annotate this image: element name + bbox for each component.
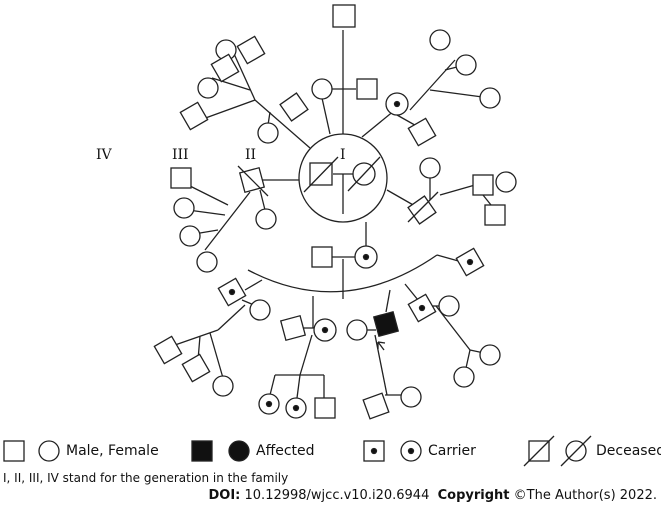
generation-label-iv: IV (96, 147, 112, 163)
branch-line (321, 97, 331, 135)
sibship-line (211, 77, 251, 91)
deceased-slash (303, 156, 339, 193)
doi-label: DOI: (208, 488, 241, 503)
doi-value: 10.12998/wjcc.v10.i20.6944 (244, 488, 430, 503)
female (196, 251, 218, 273)
female (346, 319, 368, 341)
female (257, 122, 279, 144)
top-male (332, 4, 356, 28)
generation-note: I, II, III, IV stand for the generation … (3, 471, 289, 485)
deceased-slash (407, 191, 439, 223)
male (210, 53, 240, 83)
female (479, 87, 501, 109)
male (279, 314, 307, 342)
male (153, 335, 183, 365)
female (479, 344, 501, 366)
male (407, 117, 437, 147)
legend-carrier-label: Carrier (428, 443, 476, 459)
female (429, 29, 451, 51)
sibship-line (409, 59, 456, 111)
carrier-dot (418, 304, 426, 312)
carrier-dot (265, 400, 273, 408)
legend-symbols (3, 435, 592, 467)
descent-line (299, 334, 313, 376)
legend-deceased-label: Deceased (596, 443, 661, 459)
sibship-line (439, 184, 476, 196)
male (236, 35, 266, 65)
sibship-line (209, 332, 224, 379)
female (212, 375, 234, 397)
female (495, 171, 517, 193)
male (484, 204, 506, 226)
male (314, 397, 336, 419)
carrier-dot (362, 253, 370, 261)
carrier-dot (466, 258, 474, 266)
sibship-line (187, 184, 229, 206)
female (179, 225, 201, 247)
citation-line: DOI: 10.12998/wjcc.v10.i20.6944 Copyrigh… (208, 488, 657, 503)
branch-line (259, 189, 266, 211)
female (249, 299, 271, 321)
branch-line (254, 99, 311, 149)
deceased-slash (560, 435, 592, 467)
top-male-2 (356, 78, 378, 100)
carrier-dot (228, 288, 236, 296)
generation-label-iii: III (172, 147, 189, 163)
copyright-label: Copyright (437, 488, 510, 503)
top-female (311, 78, 333, 100)
female (455, 54, 477, 76)
gen-ii-male (279, 92, 309, 122)
legend-affected-male-symbol (191, 440, 213, 462)
male (170, 167, 192, 189)
proband-affected-male (372, 310, 400, 338)
carrier-dot (292, 404, 300, 412)
carrier-dot (393, 100, 401, 108)
descent-line (217, 304, 246, 331)
branch-line (385, 289, 391, 313)
female (419, 157, 441, 179)
legend-affected-label: Affected (256, 443, 315, 459)
sibship-line (465, 349, 471, 369)
generation-label-i: I (340, 147, 346, 163)
carrier-dot (321, 326, 329, 334)
descent-line (374, 334, 388, 396)
proband-arrow (377, 341, 385, 351)
branch-line (244, 279, 263, 291)
deceased-slash (523, 435, 555, 467)
sibship-line (269, 374, 276, 396)
legend: Male, Female Affected Carrier Deceased (0, 433, 661, 469)
gen-ii-male (311, 246, 333, 268)
branch-line (361, 109, 396, 138)
female (453, 366, 475, 388)
descent-line (435, 305, 471, 351)
generation-label-ii: II (245, 147, 257, 163)
female (255, 208, 277, 230)
male (181, 353, 211, 383)
sibship-line (199, 99, 256, 121)
carrier-dot (407, 447, 415, 455)
sibship-line (174, 329, 219, 346)
copyright-text: ©The Author(s) 2022. (513, 488, 657, 503)
male (472, 174, 494, 196)
carrier-dot (370, 447, 378, 455)
legend-affected-female-symbol (228, 440, 250, 462)
male (362, 392, 390, 420)
deceased-slash (347, 156, 381, 192)
female (173, 197, 195, 219)
female (197, 77, 219, 99)
sibship-line (296, 374, 301, 399)
branch-line (404, 283, 419, 301)
pedigree-diagram (153, 4, 517, 420)
legend-female-symbol (38, 440, 60, 462)
sibship-line (204, 191, 251, 251)
deceased-slash (237, 165, 269, 197)
legend-male-female-label: Male, Female (66, 443, 159, 459)
male-deceased (407, 195, 437, 225)
male (179, 101, 209, 131)
female (400, 386, 422, 408)
legend-male-symbol (3, 440, 25, 462)
female (438, 295, 460, 317)
